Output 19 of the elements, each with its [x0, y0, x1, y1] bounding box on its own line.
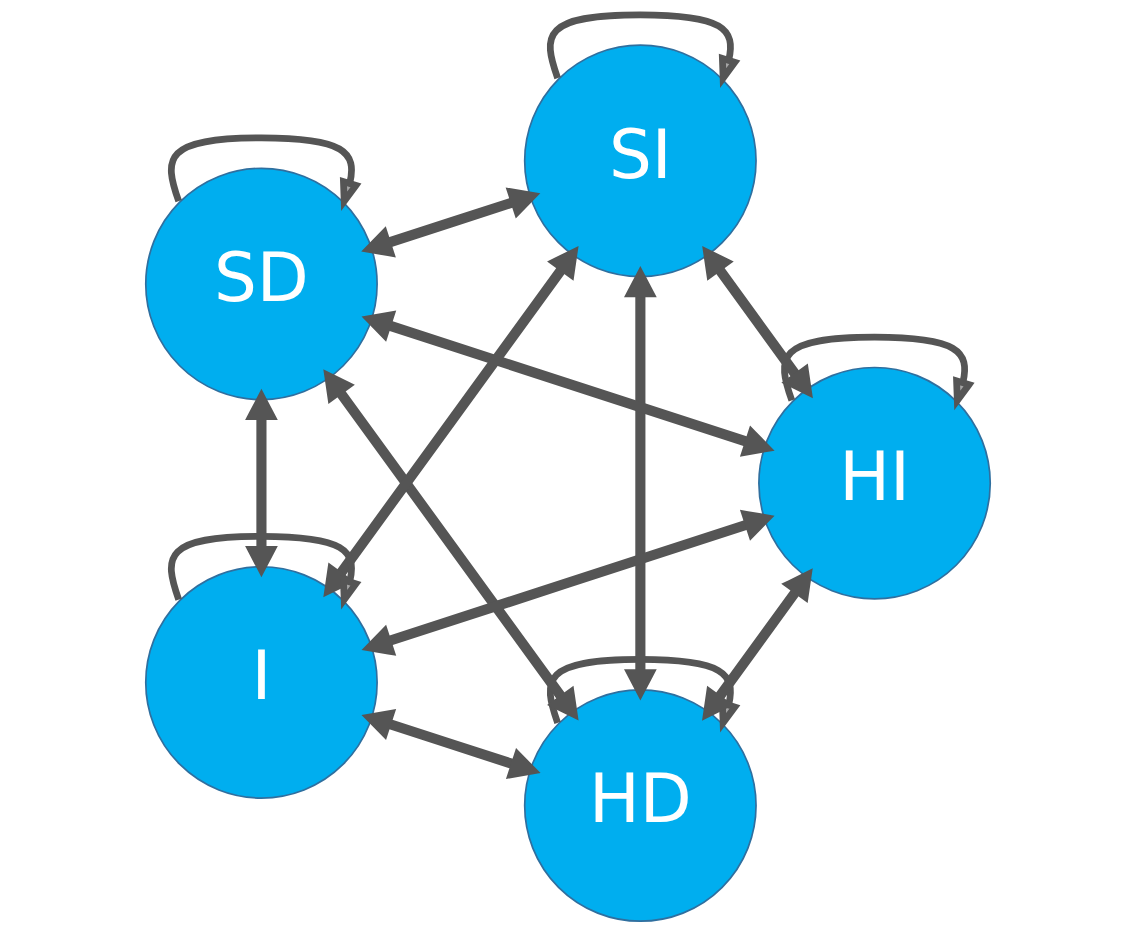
arrow — [361, 187, 541, 258]
node-circle: SI — [523, 44, 757, 278]
arrow — [702, 245, 813, 399]
arrow — [702, 568, 813, 721]
node-circle: HD — [523, 689, 757, 923]
node-circle: I — [144, 565, 378, 799]
arrow — [361, 310, 775, 457]
node-circle: SD — [144, 167, 378, 401]
arrow — [245, 388, 278, 578]
arrow — [323, 369, 579, 721]
node-circle: HI — [758, 366, 992, 600]
arrow — [168, 134, 362, 211]
arrow — [781, 333, 975, 411]
arrow — [168, 532, 362, 610]
arrow — [361, 509, 775, 656]
arrow — [361, 709, 541, 780]
arrow — [547, 11, 741, 88]
arrow — [323, 245, 579, 598]
arrow — [624, 266, 657, 701]
